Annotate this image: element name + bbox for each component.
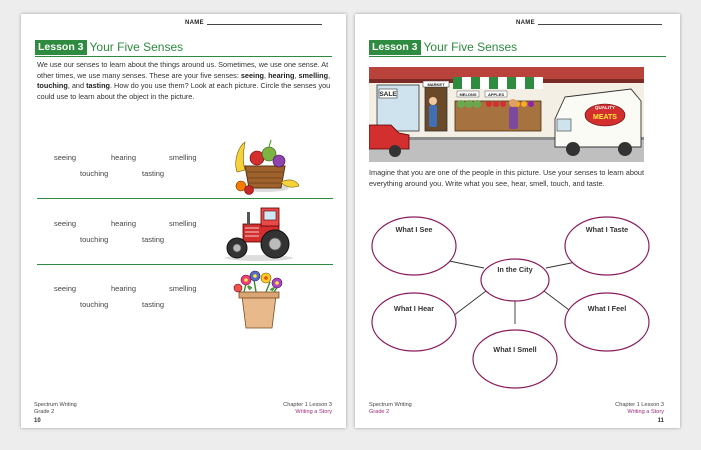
truck-sign-line2: MEATS <box>593 114 617 121</box>
row-divider <box>37 198 333 199</box>
sense-seeing[interactable]: seeing <box>54 219 77 228</box>
striped-awning <box>453 77 543 89</box>
page-number: 11 <box>657 418 664 424</box>
label-in-the-city: In the City <box>497 265 533 274</box>
footer-right: Chapter 1 Lesson 3 Writing a Story <box>283 402 332 415</box>
tractor-illustration <box>225 207 293 261</box>
lesson-title: Your Five Senses <box>89 39 184 54</box>
sense-tasting[interactable]: tasting <box>142 235 165 244</box>
sense-touching[interactable]: touching <box>80 169 109 178</box>
sense-seeing[interactable]: seeing <box>54 153 77 162</box>
label-what-i-feel: What I Feel <box>587 304 627 313</box>
lesson-header: Lesson 3 Your Five Senses <box>369 38 666 57</box>
name-blank <box>206 24 322 25</box>
sense-tasting[interactable]: tasting <box>142 300 165 309</box>
city-street-scene: SALE MARKET MELONS APPLES QUALITY <box>369 67 644 162</box>
sense-hearing[interactable]: hearing <box>111 284 137 293</box>
footer-left: Spectrum Writing Grade 2 <box>34 402 77 415</box>
apples-sign: APPLES <box>488 92 504 97</box>
lesson-header: Lesson 3 Your Five Senses <box>35 38 332 57</box>
name-blank <box>537 24 662 25</box>
truck-sign-line1: QUALITY <box>595 105 615 110</box>
lesson-badge: Lesson 3 <box>35 39 87 55</box>
sense-smelling[interactable]: smelling <box>169 219 197 228</box>
row-divider <box>37 264 333 265</box>
label-what-i-hear: What I Hear <box>393 304 435 313</box>
idea-web <box>371 216 650 389</box>
footer-right: Chapter 1 Lesson 3 Writing a Story <box>615 402 664 415</box>
sense-tasting[interactable]: tasting <box>142 169 165 178</box>
label-what-i-taste: What I Taste <box>585 225 629 234</box>
sense-hearing[interactable]: hearing <box>111 219 137 228</box>
name-label: NAME <box>516 20 535 26</box>
name-line: NAME <box>185 20 322 26</box>
label-what-i-see: What I See <box>395 225 433 234</box>
instructions-paragraph: Imagine that you are one of the people i… <box>369 168 645 188</box>
sense-hearing[interactable]: hearing <box>111 153 137 162</box>
bubble-in-the-city <box>480 258 550 302</box>
sense-touching[interactable]: touching <box>80 300 109 309</box>
sense-seeing[interactable]: seeing <box>54 284 77 293</box>
bubble-what-i-hear <box>371 292 457 352</box>
name-label: NAME <box>185 20 204 26</box>
name-line: NAME <box>516 20 662 26</box>
lesson-badge: Lesson 3 <box>369 39 421 55</box>
sense-smelling[interactable]: smelling <box>169 284 197 293</box>
market-sign: MARKET <box>427 82 445 87</box>
left-page: NAME Lesson 3 Your Five Senses We use ou… <box>21 14 346 428</box>
fruit-basket-illustration <box>235 139 300 195</box>
label-what-i-smell: What I Smell <box>493 345 537 354</box>
bubble-what-i-feel <box>564 292 650 352</box>
page-number: 10 <box>34 418 41 424</box>
bubble-what-i-see <box>371 216 457 276</box>
sale-sign: SALE <box>379 91 397 98</box>
lesson-title: Your Five Senses <box>423 39 518 54</box>
footer-left: Spectrum Writing Grade 2 <box>369 402 412 415</box>
flower-pot-illustration <box>233 270 283 329</box>
sense-smelling[interactable]: smelling <box>169 153 197 162</box>
melons-sign: MELONS <box>459 92 476 97</box>
bubble-what-i-taste <box>564 216 650 276</box>
intro-paragraph: We use our senses to learn about the thi… <box>37 60 331 101</box>
bubble-what-i-smell <box>472 329 558 389</box>
right-page: NAME Lesson 3 Your Five Senses SALE MARK… <box>355 14 680 428</box>
sense-touching[interactable]: touching <box>80 235 109 244</box>
